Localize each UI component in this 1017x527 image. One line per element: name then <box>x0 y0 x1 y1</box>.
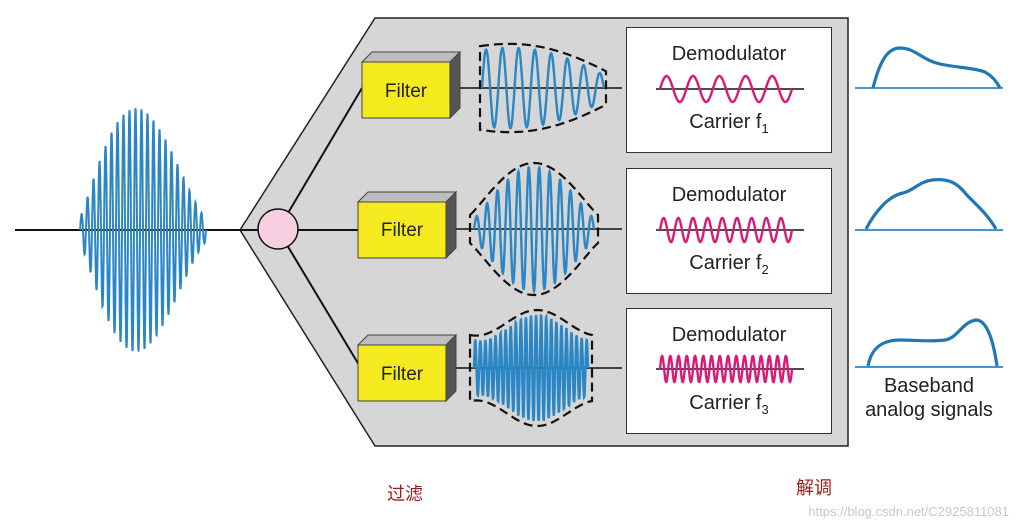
carrier-label-3: Carrier f3 <box>627 392 831 417</box>
caption-filtering: 过滤 <box>387 484 423 505</box>
carrier-label-2: Carrier f2 <box>627 252 831 277</box>
splitter-node <box>257 208 299 250</box>
baseband-label-line2: analog signals <box>865 399 993 421</box>
carrier-subscript-1: 1 <box>761 121 769 136</box>
composite-input-signal <box>79 108 207 352</box>
filtered-signal-2 <box>472 165 596 295</box>
caption-demodulation: 解调 <box>796 478 832 499</box>
filter-box-1: Filter <box>360 50 462 120</box>
filter-box-3: Filter <box>356 333 458 403</box>
baseband-signal-2 <box>864 178 998 230</box>
filter-label-1: Filter <box>385 81 428 102</box>
carrier-subscript-2: 2 <box>761 262 769 277</box>
watermark-text: https://blog.csdn.net/C2925811081 <box>808 504 1009 519</box>
signal-envelope-2 <box>468 161 600 297</box>
baseband-signal-3 <box>866 318 999 367</box>
filtered-signal-3 <box>472 312 590 422</box>
branch-line-3 <box>277 229 363 371</box>
signal-envelope-3 <box>468 308 594 428</box>
filter-box-2: Filter <box>356 190 458 260</box>
demodulator-title-1: Demodulator <box>671 43 787 65</box>
baseband-signal-1 <box>871 46 1002 89</box>
carrier-text-2: Carrier f <box>689 252 762 274</box>
demodulator-title-2: Demodulator <box>671 184 787 206</box>
demodulator-box-2: Demodulator Carrier f2 <box>626 168 832 294</box>
carrier-subscript-3: 3 <box>761 402 769 417</box>
carrier-text-3: Carrier f <box>689 392 762 414</box>
baseband-label-line1: Baseband <box>883 375 975 397</box>
filter-label-2: Filter <box>381 220 424 241</box>
carrier-label-1: Carrier f1 <box>627 111 831 136</box>
demodulator-box-3: Demodulator Carrier f3 <box>626 308 832 434</box>
filtered-signal-1 <box>480 46 606 130</box>
demodulator-title-3: Demodulator <box>671 324 787 346</box>
demodulator-box-1: Demodulator Carrier f1 <box>626 27 832 153</box>
carrier-text-1: Carrier f <box>689 111 762 133</box>
branch-line-1 <box>277 87 363 231</box>
baseband-label: Baseband analog signals <box>856 374 1002 422</box>
signal-envelope-1 <box>478 42 608 134</box>
filter-label-3: Filter <box>381 364 424 385</box>
